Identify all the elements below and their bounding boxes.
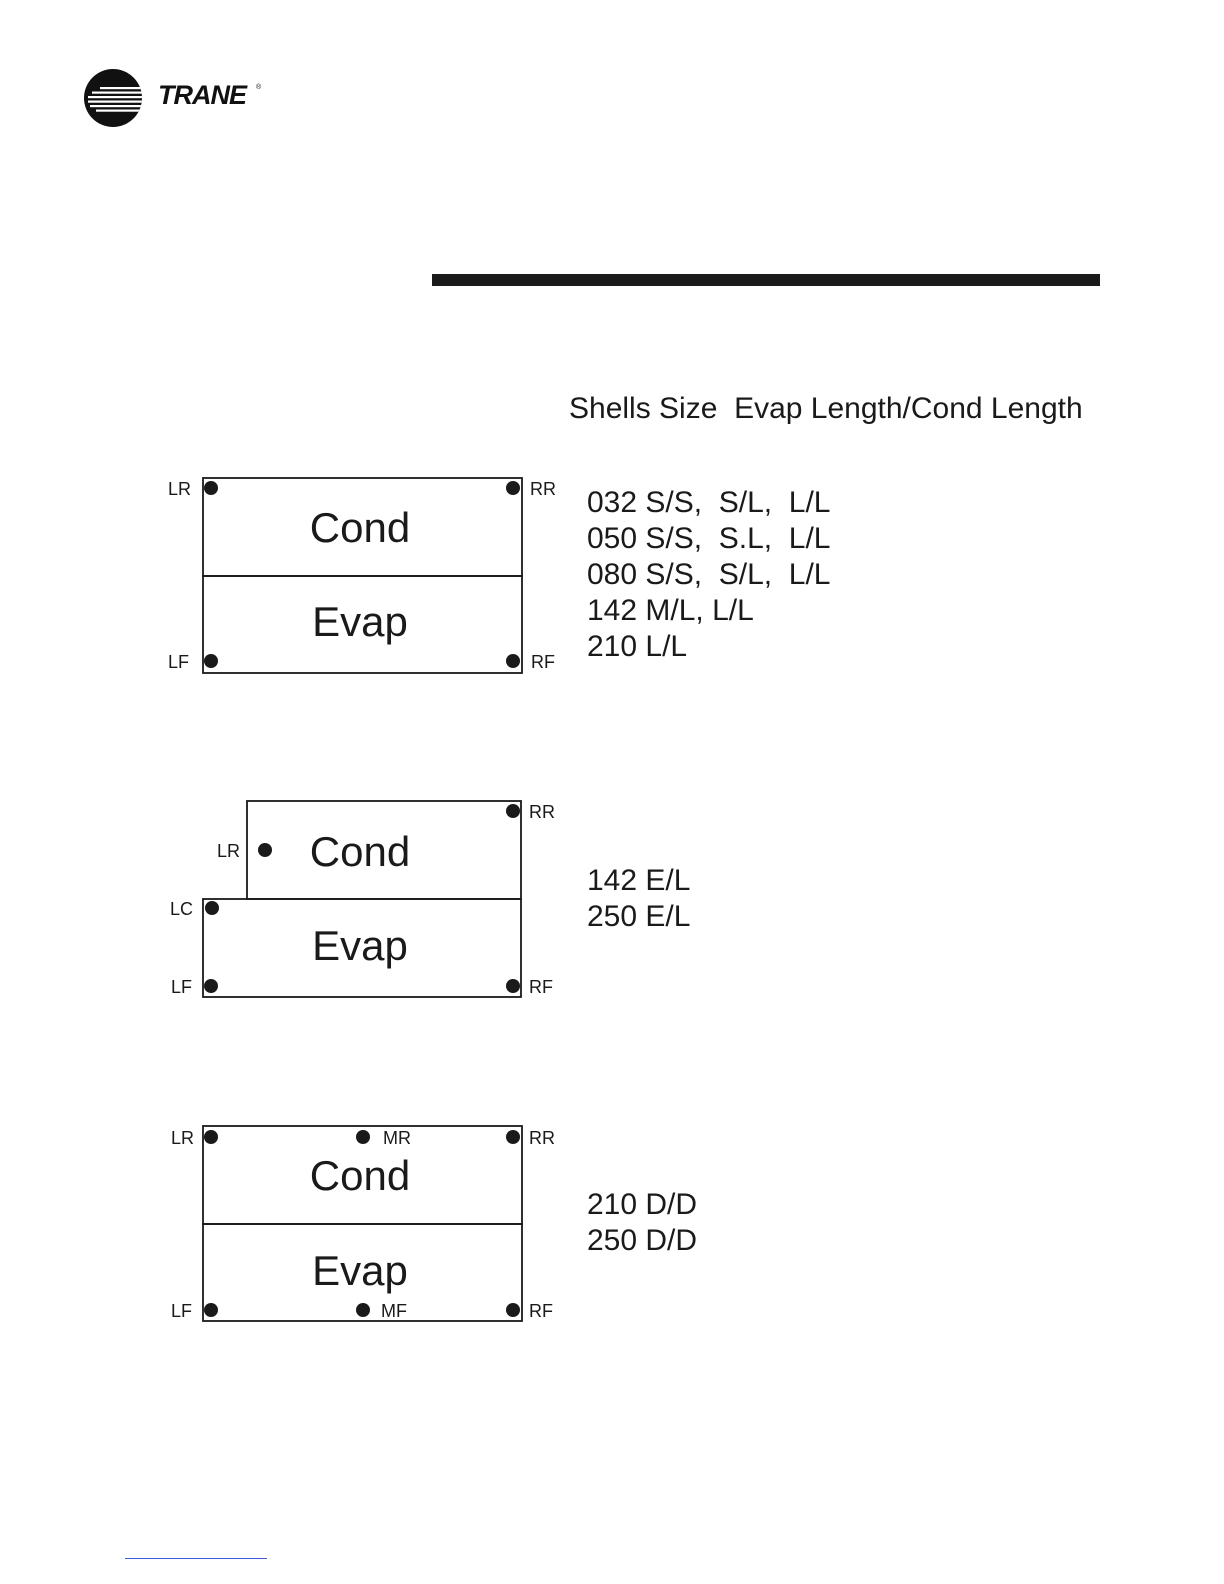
diagram-2-lf-point [204,979,218,993]
spec-item: 142 E/L [587,863,690,899]
diagram-2-lc-point [205,901,219,915]
spec-item: 142 M/L, L/L [587,593,831,629]
diagram-1: Cond Evap LR RR LF RF [168,478,556,673]
diagram-2-lr-point [258,843,272,857]
diagram-1-lf-label: LF [168,652,189,672]
diagram-2-rf-label: RF [529,977,553,997]
diagram-1-spec-list: 032 S/S, S/L, L/L 050 S/S, S.L, L/L 080 … [587,485,831,665]
diagram-3-rr-point [506,1130,520,1144]
footer-link-line [125,1558,267,1559]
diagram-3-lf-point [204,1303,218,1317]
diagram-1-rf-label: RF [531,652,555,672]
diagram-3-mr-label: MR [383,1128,411,1148]
spec-item: 032 S/S, S/L, L/L [587,485,831,521]
spec-item: 050 S/S, S.L, L/L [587,521,831,557]
diagram-3-mf-label: MF [381,1301,407,1321]
diagram-2-rr-point [506,804,520,818]
diagram-3-lf-label: LF [171,1301,192,1321]
diagram-2-evap-label: Evap [312,922,408,969]
diagram-3-mr-point [356,1130,370,1144]
diagram-2-rf-point [506,979,520,993]
diagram-3-lr-point [204,1130,218,1144]
spec-item: 210 D/D [587,1187,697,1223]
diagram-2-lr-label: LR [217,841,240,861]
diagram-3-rr-label: RR [529,1128,555,1148]
diagram-3-evap-label: Evap [312,1247,408,1294]
spec-item: 250 D/D [587,1223,697,1259]
diagram-1-lr-label: LR [168,479,191,499]
diagram-3-rf-label: RF [529,1301,553,1321]
diagram-1-cond-label: Cond [310,504,410,551]
diagram-2-spec-list: 142 E/L 250 E/L [587,863,690,935]
diagram-2-rr-label: RR [529,802,555,822]
diagram-1-lf-point [204,654,218,668]
diagram-1-lr-point [204,481,218,495]
spec-item: 250 E/L [587,899,690,935]
diagram-3: Cond Evap LR MR RR LF MF RF [171,1126,555,1321]
diagram-2: Cond Evap RR LR LC LF RF [170,801,555,997]
diagram-3-spec-list: 210 D/D 250 D/D [587,1187,697,1259]
diagram-3-cond-label: Cond [310,1152,410,1199]
diagram-3-lr-label: LR [171,1128,194,1148]
diagram-1-rr-label: RR [530,479,556,499]
diagram-3-mf-point [356,1303,370,1317]
spec-item: 210 L/L [587,629,831,665]
diagram-1-evap-label: Evap [312,598,408,645]
diagram-1-rf-point [506,654,520,668]
diagram-3-rf-point [506,1303,520,1317]
spec-item: 080 S/S, S/L, L/L [587,557,831,593]
diagram-2-lc-label: LC [170,899,193,919]
diagram-2-lf-label: LF [171,977,192,997]
diagram-1-rr-point [506,481,520,495]
diagram-2-cond-label: Cond [310,828,410,875]
